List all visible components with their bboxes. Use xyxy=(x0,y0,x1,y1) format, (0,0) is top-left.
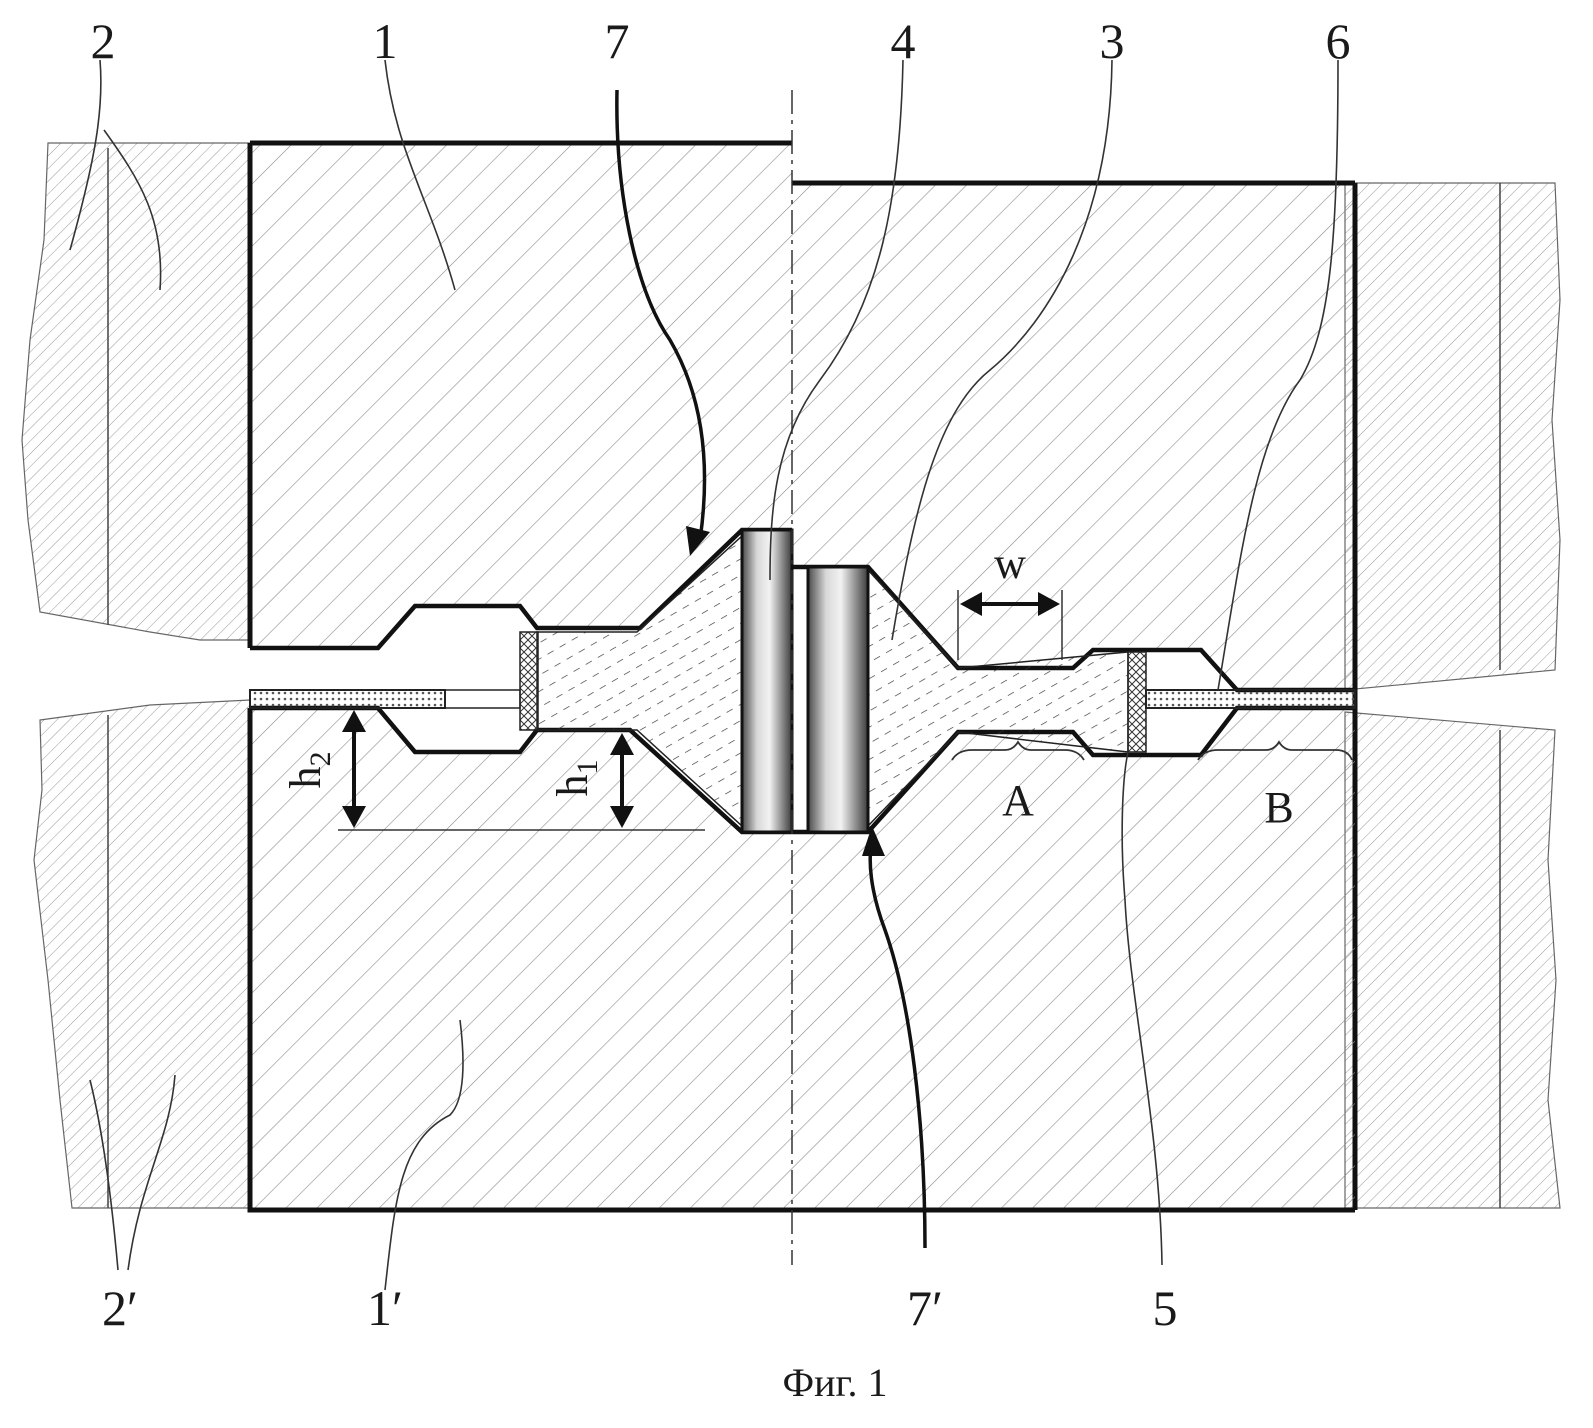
dimension-w xyxy=(957,590,1063,660)
callout-4: 4 xyxy=(891,13,916,69)
dimension-h2 xyxy=(338,710,705,831)
svg-text:h2: h2 xyxy=(281,752,337,789)
gasket-container xyxy=(519,534,1147,828)
anvil-lower xyxy=(247,708,1355,1213)
callout-7: 7 xyxy=(605,13,630,69)
label-a: A xyxy=(1002,776,1034,825)
arrow-7-prime xyxy=(862,826,927,1249)
sample-cylinder xyxy=(740,528,870,834)
callout-7-prime: 7′ xyxy=(907,1280,943,1336)
callout-3: 3 xyxy=(1100,13,1125,69)
callout-2-prime: 2′ xyxy=(102,1280,138,1336)
dotted-plate xyxy=(249,689,1356,709)
callout-1: 1 xyxy=(373,13,398,69)
label-h2: h2 xyxy=(281,752,337,789)
callout-5: 5 xyxy=(1153,1280,1178,1336)
label-h1: h1 xyxy=(548,760,604,797)
svg-text:h1: h1 xyxy=(548,760,604,797)
dimension-h1 xyxy=(610,733,634,828)
brace-b xyxy=(1197,740,1353,761)
binding-ring-left xyxy=(21,142,251,1209)
leader-lines xyxy=(69,59,1339,1291)
callout-1-prime: 1′ xyxy=(367,1280,403,1336)
arrow-7 xyxy=(615,89,710,556)
cavity-left xyxy=(250,527,792,835)
binding-ring-right xyxy=(1344,182,1561,1209)
figure-caption: Фиг. 1 xyxy=(783,1360,888,1405)
callout-6: 6 xyxy=(1326,13,1351,69)
label-b: B xyxy=(1264,783,1293,832)
callout-2: 2 xyxy=(91,13,116,69)
brace-a xyxy=(951,740,1085,761)
label-w: w xyxy=(994,539,1026,588)
